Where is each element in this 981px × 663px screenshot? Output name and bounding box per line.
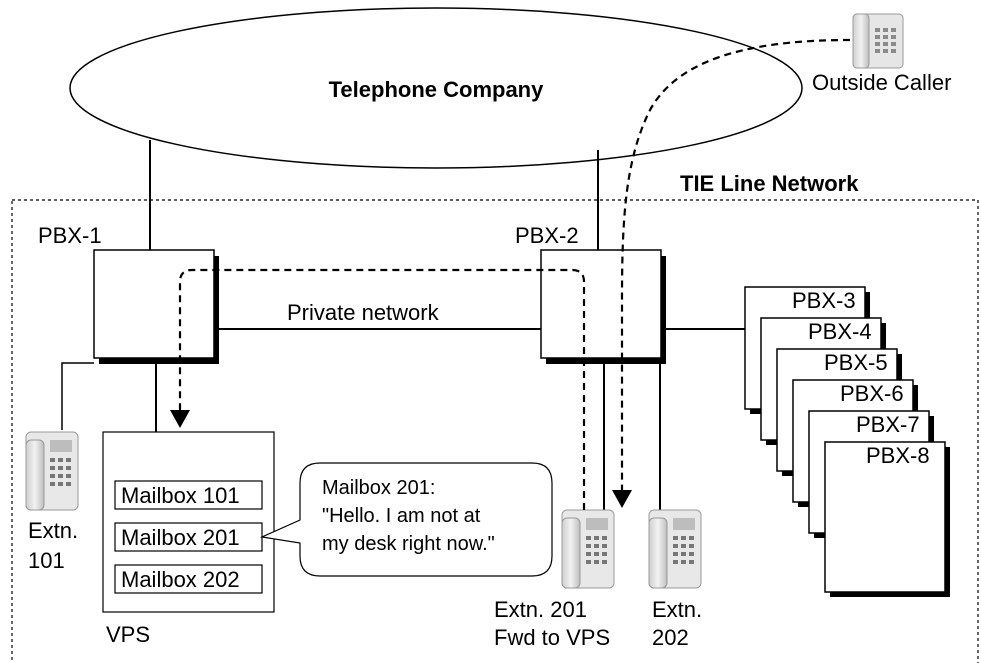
- vps-label: VPS: [106, 622, 150, 647]
- extn202-line2: 202: [652, 625, 689, 650]
- pbx3-label: PBX-3: [792, 288, 856, 313]
- greeting-callout: [259, 462, 553, 577]
- extn101-line2: 101: [28, 548, 65, 573]
- pbx8-label: PBX-8: [866, 443, 930, 468]
- extn101-line1: Extn.: [28, 518, 78, 543]
- tie-line-network-label: TIE Line Network: [680, 171, 859, 196]
- callout-line-1: Mailbox 201:: [322, 477, 435, 499]
- mailbox-202-label: Mailbox 202: [121, 567, 240, 592]
- pbx2-box: [540, 249, 662, 359]
- mailbox-201-label: Mailbox 201: [121, 525, 240, 550]
- pbx6-label: PBX-6: [840, 381, 904, 406]
- extn201-line1: Extn. 201: [494, 597, 587, 622]
- extn101-phone-icon: [25, 431, 79, 511]
- telephone-company-cloud: [69, 7, 803, 169]
- extn201-line2: Fwd to VPS: [494, 625, 610, 650]
- pbx1-to-extn101-line: [61, 362, 94, 430]
- mailbox-item: [114, 564, 263, 594]
- pbx2-label: PBX-2: [515, 223, 579, 248]
- mailbox-item: [114, 522, 263, 552]
- outside-caller-label: Outside Caller: [812, 70, 951, 95]
- telephone-company-label: Telephone Company: [329, 77, 544, 102]
- pbx-stack-item: PBX-8: [824, 441, 950, 597]
- callout-line-2: "Hello. I am not at: [322, 505, 481, 527]
- outside-caller-phone-icon: [852, 13, 904, 69]
- pbx4-label: PBX-4: [808, 319, 872, 344]
- mailbox-item: [114, 480, 263, 510]
- forward-arrow: [170, 410, 190, 428]
- private-network-label: Private network: [287, 300, 440, 325]
- outside-call-flow-path: [620, 38, 851, 490]
- pbx5-label: PBX-5: [824, 350, 888, 375]
- mailbox-101-label: Mailbox 101: [121, 483, 240, 508]
- tie-line-network-boundary: [11, 199, 979, 663]
- pbx-stack: PBX-3 PBX-4 PBX-5 PBX-6 PBX-7 PBX-8: [744, 286, 950, 597]
- incoming-call-arrow: [612, 490, 632, 508]
- callout-line-3: my desk right now.": [322, 533, 495, 555]
- pbx1-box: [93, 249, 215, 359]
- pbx1-label: PBX-1: [38, 223, 102, 248]
- pbx7-label: PBX-7: [856, 412, 920, 437]
- extn202-phone-icon: [648, 509, 702, 589]
- extn201-phone-icon: [561, 509, 615, 589]
- extn202-line1: Extn.: [652, 597, 702, 622]
- forward-to-vps-path: [178, 268, 586, 510]
